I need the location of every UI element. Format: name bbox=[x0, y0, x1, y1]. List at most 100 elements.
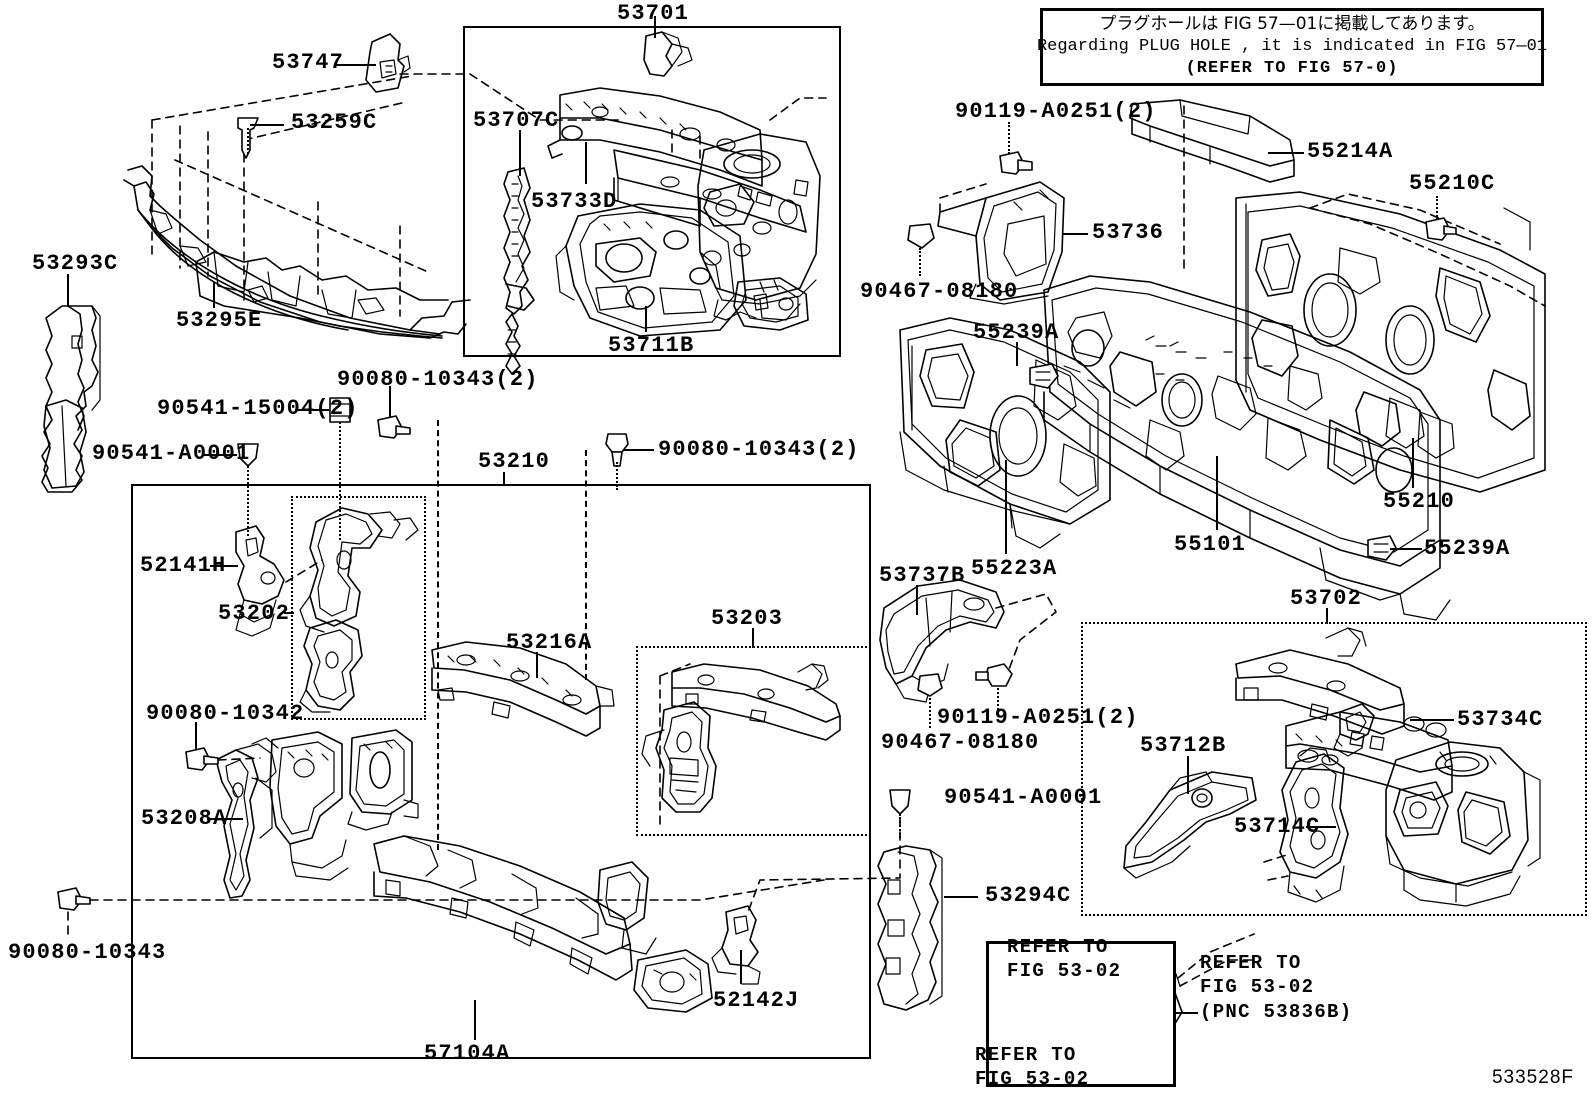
tick-53712B bbox=[1187, 756, 1189, 794]
tick-53202 bbox=[284, 612, 294, 614]
part-90467-08180-a-clip-art bbox=[907, 223, 935, 249]
group-box-53701 bbox=[463, 26, 841, 357]
tick-53734C bbox=[1410, 719, 1454, 721]
part-53747-art bbox=[365, 33, 411, 93]
part-90467-08180-b-clip-art bbox=[917, 673, 943, 697]
part-label-90541-150042: 90541-15004(2) bbox=[157, 396, 359, 421]
leader-90467-08180a bbox=[919, 248, 921, 276]
part-53737B-art bbox=[879, 579, 1005, 703]
part-53733D-bracket-art bbox=[643, 31, 693, 77]
part-90541-A0001-b-clip-art bbox=[889, 789, 911, 815]
part-label-53210: 53210 bbox=[478, 449, 551, 474]
part-label-53747: 53747 bbox=[272, 50, 345, 75]
part-90119-A0251-a-bolt-art bbox=[999, 151, 1033, 175]
part-label-55223A: 55223A bbox=[971, 556, 1058, 581]
part-label-53701: 53701 bbox=[617, 1, 690, 26]
leader-53210-a bbox=[437, 420, 439, 850]
part-55214A-art bbox=[1129, 99, 1295, 183]
part-53707C-art bbox=[503, 167, 535, 375]
part-53702-small-bracket-art bbox=[1333, 703, 1375, 757]
part-label-53707C: 53707C bbox=[473, 108, 560, 133]
part-label-53736: 53736 bbox=[1092, 220, 1165, 245]
leader-90119-A0251a bbox=[1008, 122, 1010, 154]
tick-53747 bbox=[336, 64, 376, 66]
part-label-57104A: 57104A bbox=[424, 1041, 511, 1066]
part-90541-15004-clip-art bbox=[329, 397, 351, 423]
leader-55210C bbox=[1436, 196, 1438, 220]
leader-53210-b bbox=[585, 450, 587, 680]
group-box-53702 bbox=[1081, 622, 1587, 916]
part-53293C-art bbox=[41, 305, 101, 493]
tick-53210 bbox=[503, 472, 505, 486]
part-label-90541-A0001: 90541-A0001 bbox=[92, 441, 251, 466]
part-label-53295E: 53295E bbox=[176, 308, 263, 333]
tick-90541-A0001a bbox=[203, 454, 237, 456]
dashed-projection-53295E bbox=[151, 75, 429, 317]
part-53294C-art bbox=[877, 845, 943, 1011]
part-53203-lower-art bbox=[641, 701, 717, 813]
tick-90080-10343a bbox=[389, 386, 391, 416]
tick-57104A bbox=[474, 1000, 476, 1040]
tick-52141H bbox=[210, 565, 238, 567]
tick-90080-10343b bbox=[624, 449, 654, 451]
refer-group-box bbox=[986, 941, 1176, 1087]
tick-53293C bbox=[67, 274, 69, 306]
leader-90541-A0001a bbox=[247, 466, 249, 536]
tick-53737B bbox=[916, 585, 918, 615]
part-label-53294C: 53294C bbox=[985, 883, 1072, 908]
part-90080-10343-c-bolt-art bbox=[57, 887, 91, 911]
part-label-90080-10343: 90080-10343 bbox=[8, 940, 167, 965]
part-55239A-b-clip-art bbox=[1367, 535, 1397, 561]
leader-90541-A0001b bbox=[899, 814, 901, 838]
part-center-bracket-1-art bbox=[269, 731, 349, 881]
tick-refer3 bbox=[1176, 1012, 1198, 1014]
tick-55223A bbox=[1005, 460, 1007, 554]
part-label-90080-103432: 90080-10343(2) bbox=[337, 367, 539, 392]
part-label-55239A: 55239A bbox=[973, 320, 1060, 345]
leader-53259C bbox=[247, 128, 249, 154]
tick-53259C bbox=[250, 124, 284, 126]
plug-hole-note-box: プラグホールは FIG 57—01に掲載してあります。 Regarding PL… bbox=[1036, 8, 1548, 86]
part-52141H-art bbox=[235, 525, 285, 637]
tick-55239Aa bbox=[1016, 342, 1018, 366]
part-52142J-art bbox=[711, 905, 761, 985]
refer-to-line: REFER TO bbox=[1007, 936, 1109, 958]
leader-90080-10343b bbox=[616, 462, 618, 490]
tick-90541-15004 bbox=[295, 409, 329, 411]
part-label-53293C: 53293C bbox=[32, 251, 119, 276]
part-55210C-bolt-art bbox=[1425, 217, 1457, 241]
tick-55239Ab bbox=[1390, 548, 1422, 550]
tick-53702 bbox=[1326, 608, 1328, 624]
part-label-53216A: 53216A bbox=[506, 630, 593, 655]
group-box-53203 bbox=[636, 646, 871, 836]
part-53736-art bbox=[937, 181, 1065, 305]
leader-90119-A0251b bbox=[997, 688, 999, 710]
tick-53733D bbox=[585, 142, 587, 184]
part-label-90080-10342: 90080-10342 bbox=[146, 701, 305, 726]
part-53714C-art bbox=[1263, 747, 1349, 903]
refer-to-line: REFER TO bbox=[1200, 952, 1302, 974]
part-label-55101: 55101 bbox=[1174, 532, 1247, 557]
note-line-english: Regarding PLUG HOLE , it is indicated in… bbox=[1036, 36, 1548, 56]
part-57104A-end-plate-art bbox=[633, 949, 713, 1013]
tick-53736 bbox=[1062, 233, 1088, 235]
part-label-52142J: 52142J bbox=[713, 988, 800, 1013]
part-53711B-art bbox=[555, 203, 747, 337]
refer-to-line: FIG 53-02 bbox=[975, 1068, 1090, 1091]
part-90080-10343-bolt-b-art bbox=[605, 433, 629, 467]
part-label-53733D: 53733D bbox=[531, 189, 618, 214]
leader-90541-15004 bbox=[339, 422, 341, 540]
tick-90080-10342 bbox=[195, 722, 197, 750]
part-label-90119-A02512: 90119-A0251(2) bbox=[955, 99, 1157, 124]
part-label-55239A: 55239A bbox=[1424, 536, 1511, 561]
note-line-japanese: プラグホールは FIG 57—01に掲載してあります。 bbox=[1099, 13, 1485, 34]
part-label-90467-08180: 90467-08180 bbox=[860, 279, 1019, 304]
refer-to-line: (PNC 53836B) bbox=[1200, 1000, 1353, 1023]
part-label-53202: 53202 bbox=[218, 601, 291, 626]
part-55223A-art bbox=[899, 317, 1111, 549]
part-55210-art bbox=[1235, 191, 1546, 493]
tick-53295E bbox=[213, 282, 215, 308]
